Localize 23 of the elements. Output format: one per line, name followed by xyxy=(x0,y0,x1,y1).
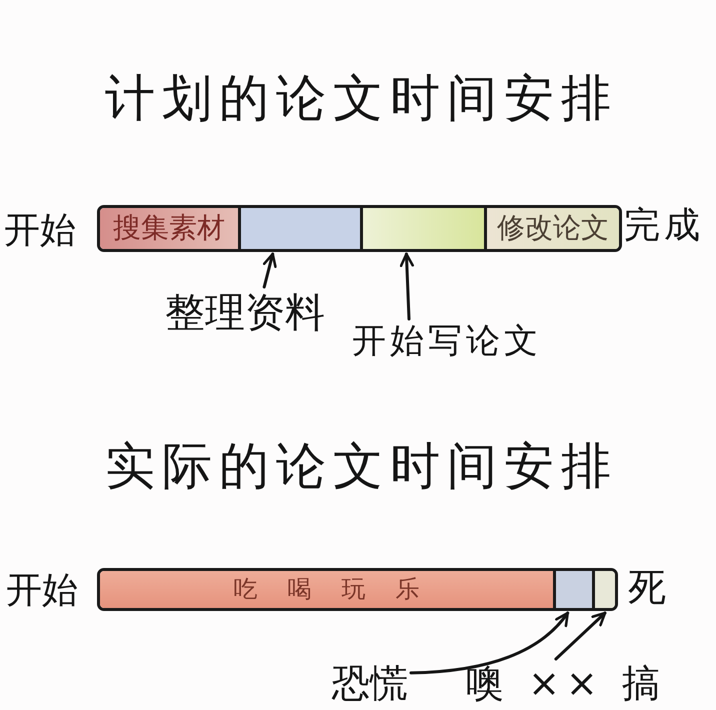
timeline-bar xyxy=(97,568,618,611)
bar-end-label: 开始 xyxy=(6,570,78,612)
bar-segment xyxy=(556,571,595,608)
heading: 实际的论文时间安排 xyxy=(104,438,618,496)
annotation: 恐慌 xyxy=(332,662,408,706)
arrow xyxy=(410,612,570,674)
arrow xyxy=(554,612,606,660)
annotation: 整理资料 xyxy=(165,290,325,336)
heading: 计划的论文时间安排 xyxy=(104,70,618,128)
bar-end-label: 完成 xyxy=(624,205,704,246)
bar-segment: 修改论文 xyxy=(487,208,619,249)
bar-segment xyxy=(241,208,363,249)
arrow xyxy=(400,252,414,320)
bar-segment: 搜集素材 xyxy=(100,208,241,249)
annotation: 噢 ×× 搞 xyxy=(466,662,666,706)
bar-segment: 吃喝玩乐 xyxy=(100,571,556,608)
bar-segment xyxy=(363,208,487,249)
arrow xyxy=(262,252,277,288)
bar-end-label: 开始 xyxy=(4,210,76,252)
timeline-bar xyxy=(97,205,622,252)
annotation: 开始写论文 xyxy=(352,322,542,362)
bar-end-label: 死 xyxy=(628,566,666,610)
bar-segment xyxy=(595,571,615,608)
